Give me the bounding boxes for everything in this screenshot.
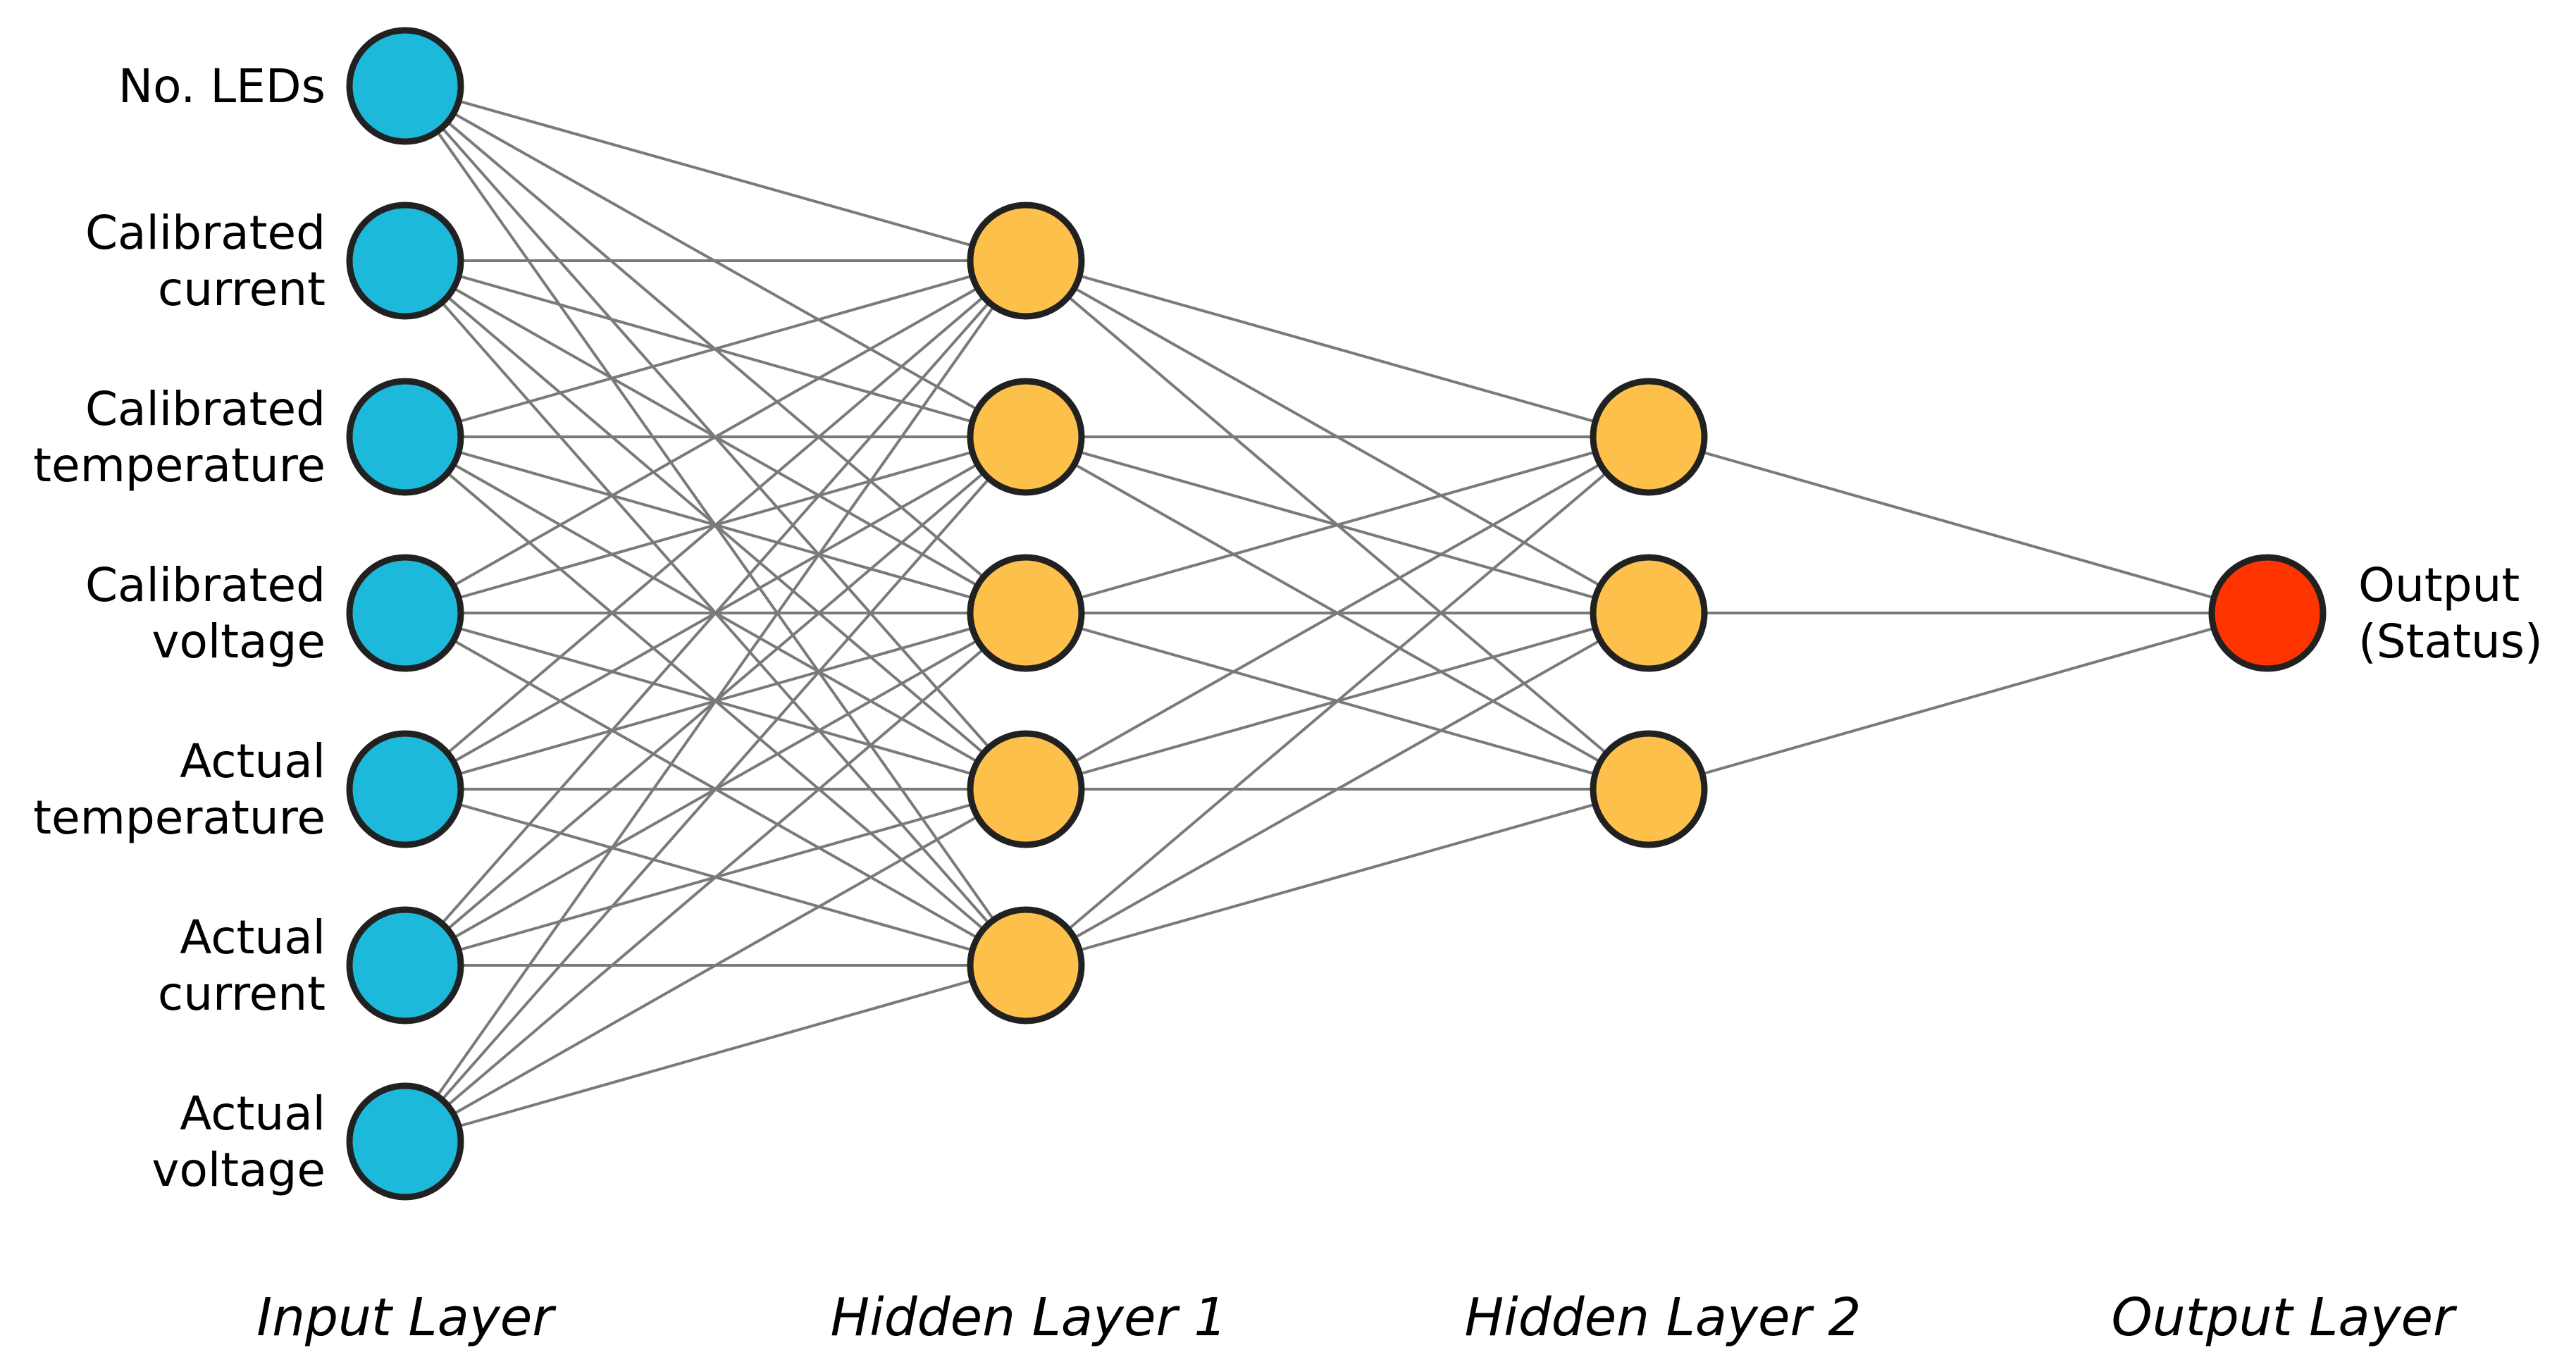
edge-input-4-to-hidden1-1 (404, 259, 1027, 614)
output-node-1-label-line-2: (Status) (2358, 614, 2543, 669)
edge-hidden1-5-to-hidden2-2 (1025, 612, 1649, 967)
input-node-6-label-line-1: Actual (180, 910, 326, 965)
hidden1-node-3 (967, 554, 1085, 672)
edge-input-7-to-hidden1-5 (404, 964, 1027, 1143)
input-node-4 (346, 554, 464, 672)
edge-input-7-to-hidden1-3 (404, 612, 1027, 1143)
caption-hidden1: Hidden Layer 1 (830, 1287, 1227, 1348)
edge-hidden1-5-to-hidden2-3 (1025, 788, 1649, 967)
input-node-2 (346, 202, 464, 320)
edge-input-6-to-hidden1-1 (404, 259, 1027, 967)
hidden1-node-5 (967, 906, 1085, 1024)
input-node-6-label-line-2: current (158, 967, 326, 1021)
captions-group: Input Layer Hidden Layer 1 Hidden Layer 2 O… (256, 1287, 2458, 1348)
input-node-2-label-line-1: Calibrated (85, 206, 326, 260)
edges-group (404, 85, 2268, 1143)
input-node-7-label-line-1: Actual (180, 1086, 326, 1141)
edge-input-1-to-hidden1-1 (404, 85, 1027, 262)
edge-hidden1-1-to-hidden2-1 (1025, 259, 1649, 438)
input-node-7 (346, 1082, 464, 1201)
edge-input-7-to-hidden1-1 (404, 259, 1027, 1143)
edge-input-7-to-hidden1-2 (404, 435, 1027, 1143)
input-node-6 (346, 906, 464, 1024)
hidden1-node-1 (967, 202, 1085, 320)
input-node-5-label-line-1: Actual (180, 734, 326, 788)
hidden2-node-3 (1590, 730, 1708, 848)
input-node-1 (346, 27, 464, 145)
labels-group: No. LEDsCalibratedcurrentCalibratedtempe… (33, 59, 2543, 1197)
input-node-2-label-line-2: current (158, 262, 326, 316)
hidden2-node-2 (1590, 554, 1708, 672)
edge-hidden1-5-to-hidden2-1 (1024, 435, 1650, 967)
edge-input-5-to-hidden1-1 (404, 259, 1027, 791)
hidden1-node-4 (967, 730, 1085, 848)
output-node-1-label-line-1: Output (2358, 558, 2520, 612)
edge-hidden2-3-to-output-1 (1648, 612, 2268, 791)
hidden1-node-2 (967, 378, 1085, 496)
caption-input: Input Layer (256, 1287, 557, 1348)
caption-output: Output Layer (2112, 1287, 2458, 1348)
caption-hidden2: Hidden Layer 2 (1464, 1287, 1861, 1348)
nodes-group (346, 27, 2327, 1201)
input-node-3 (346, 378, 464, 496)
edge-input-3-to-hidden1-1 (404, 259, 1027, 438)
edge-hidden1-3-to-hidden2-1 (1025, 435, 1649, 614)
hidden2-node-1 (1590, 378, 1708, 496)
input-node-3-label-line-1: Calibrated (85, 382, 326, 436)
input-node-1-label-line-1: No. LEDs (118, 59, 326, 113)
edge-input-7-to-hidden1-4 (404, 788, 1027, 1143)
input-node-4-label-line-2: voltage (151, 614, 326, 669)
input-node-4-label-line-1: Calibrated (85, 558, 326, 612)
input-node-3-label-line-2: temperature (33, 438, 326, 493)
edge-hidden2-1-to-output-1 (1648, 435, 2268, 614)
input-node-5 (346, 730, 464, 848)
input-node-5-label-line-2: temperature (33, 791, 326, 845)
output-node-1 (2208, 554, 2327, 672)
edge-hidden1-4-to-hidden2-1 (1025, 435, 1649, 791)
input-node-7-label-line-2: voltage (151, 1143, 326, 1197)
